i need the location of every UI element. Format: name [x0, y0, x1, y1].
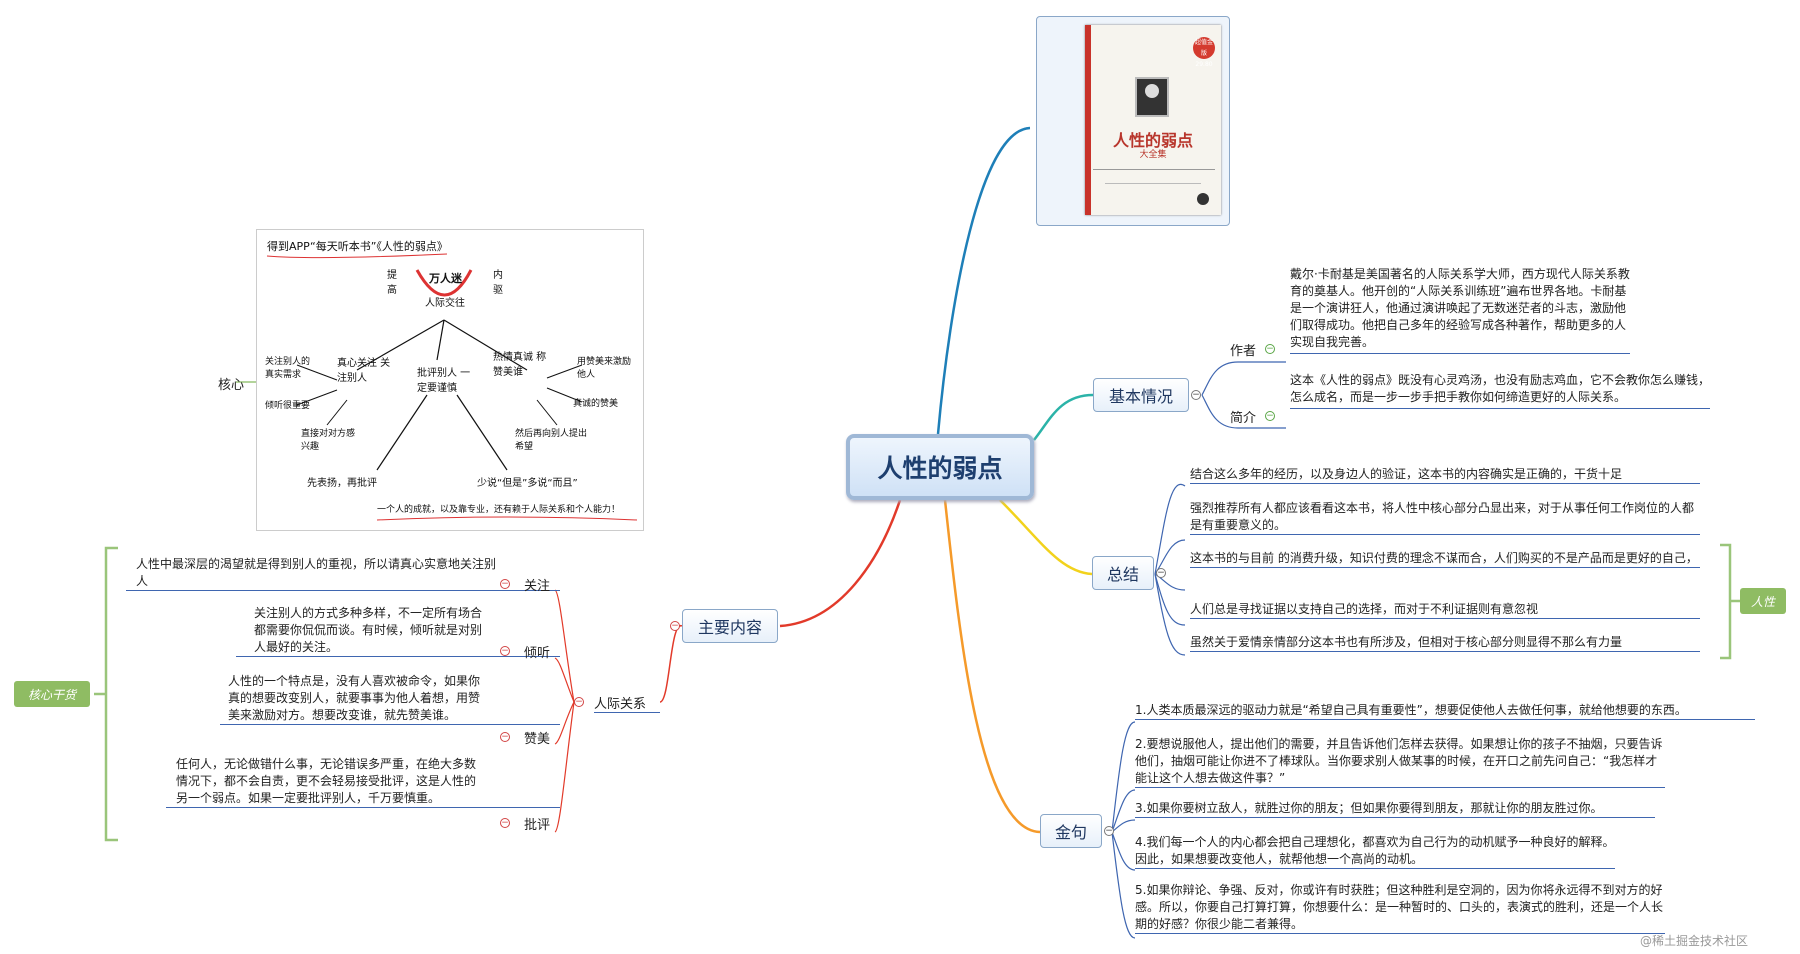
- author-label: 作者: [1230, 344, 1257, 359]
- sketch-left-sub1: 关注别人的真实需求: [265, 357, 311, 380]
- cover-title: 人性的弱点: [1112, 131, 1193, 150]
- sketch-right-main: 热情真诚 称赞美谁: [493, 352, 547, 378]
- sketch-right-sub2: 真诚的赞美: [573, 399, 619, 409]
- main-item-listen: 关注别人的方式多种多样，不一定所有场合都需要你侃侃而谈。有时候，倾听就是对别人最…: [236, 605, 560, 657]
- branch-quotes-label: 金句: [1054, 823, 1087, 842]
- sketch-center-main: 批评别人 一定要谨慎: [417, 368, 471, 394]
- sketch-top-sub: 人际交往: [425, 298, 465, 309]
- central-topic[interactable]: 人性的弱点: [846, 434, 1034, 500]
- label-attention: 关注: [524, 579, 551, 594]
- sketch-top-right: 内驱: [493, 270, 503, 296]
- wire-main: [779, 499, 902, 628]
- label-praise: 赞美: [524, 732, 551, 747]
- sketch-footer: 一个人的成就，以及靠专业，还有赖于人际关系和个人能力！: [377, 505, 621, 515]
- branch-summary-label: 总结: [1106, 565, 1139, 584]
- sketch-left-sub2: 倾听很重要: [265, 401, 311, 411]
- sketch-left-main: 真心关注 关注别人: [337, 358, 391, 384]
- main-item-attention: 人性中最深层的渴望就是得到别人的重视，所以请真心实意地关注别人: [126, 556, 560, 591]
- quote-item: 1.人类本质最深远的驱动力就是“希望自己具有重要性”，想要促使他人去做任何事，就…: [1135, 702, 1755, 720]
- branch-main-label: 主要内容: [697, 618, 762, 637]
- collapse-main-icon[interactable]: −: [670, 621, 680, 631]
- portrait-icon: [1135, 77, 1169, 117]
- sketch-top-left: 提高: [387, 270, 397, 296]
- collapse-relation-icon[interactable]: −: [574, 697, 584, 707]
- sketch-bottom-left: 先表扬，再批评: [307, 478, 377, 489]
- sketch-image: 得到APP“每天听本书”《人性的弱点》 万人迷 提高 内驱 人际交往 真心关注 …: [256, 229, 644, 531]
- intro-text: 这本《人性的弱点》既没有心灵鸡汤，也没有励志鸡血，它不会教你怎么赚钱，怎么成名，…: [1290, 372, 1710, 409]
- sketch-lines: [266, 253, 638, 521]
- branch-quotes[interactable]: 金句: [1040, 814, 1102, 848]
- collapse-quotes-icon[interactable]: −: [1104, 826, 1114, 836]
- sketch-header: 得到APP“每天听本书”《人性的弱点》: [267, 240, 448, 253]
- intro-label: 简介: [1230, 411, 1257, 426]
- collapse-attention-icon[interactable]: −: [500, 579, 510, 589]
- sketch-right-sub1: 用赞美来激励他人: [577, 357, 632, 380]
- author-text: 戴尔·卡耐基是美国著名的人际关系学大师，西方现代人际关系教育的奠基人。他开创的“…: [1290, 266, 1630, 354]
- quote-item: 4.我们每一个人的内心都会把自己理想化，都喜欢为自己行为的动机赋予一种良好的解释…: [1135, 834, 1615, 869]
- wire-book: [936, 126, 1031, 435]
- quote-item: 3.如果你要树立敌人，就胜过你的朋友；但如果你要得到朋友，那就让你的朋友胜过你。: [1135, 800, 1655, 818]
- label-listen: 倾听: [524, 646, 551, 661]
- check-icon: [1197, 193, 1209, 205]
- summary-item: 结合这么多年的经历，以及身边人的验证，这本书的内容确实是正确的，干货十足: [1190, 466, 1700, 484]
- collapse-basic-icon[interactable]: −: [1191, 390, 1201, 400]
- label-criticism: 批评: [524, 818, 551, 833]
- collapse-summary-icon[interactable]: −: [1156, 568, 1166, 578]
- quote-item: 2.要想说服他人，提出他们的需要，并且告诉他们怎样去获得。如果想让你的孩子不抽烟…: [1135, 736, 1665, 788]
- collapse-listen-icon[interactable]: −: [500, 646, 510, 656]
- wire-summary: [999, 499, 1093, 576]
- quote-item: 5.如果你辩论、争强、反对，你或许有时获胜；但这种胜利是空洞的，因为你将永远得不…: [1135, 882, 1665, 934]
- sketch-top-center: 万人迷: [429, 272, 462, 285]
- collapse-intro-icon[interactable]: −: [1265, 411, 1275, 421]
- sketch-bottom-right: 少说“但是”多说“而且”: [477, 478, 578, 489]
- main-tag[interactable]: 核心干货: [14, 681, 90, 707]
- summary-tag[interactable]: 人性: [1740, 588, 1786, 614]
- wire-quotes: [943, 499, 1041, 834]
- branch-main[interactable]: 主要内容: [682, 609, 778, 643]
- wire-basic: [1033, 393, 1094, 441]
- summary-item: 强烈推荐所有人都应该看看这本书，将人性中核心部分凸显出来，对于从事任何工作岗位的…: [1190, 500, 1700, 535]
- cover-subtitle: 大全集: [1139, 150, 1167, 160]
- collapse-author-icon[interactable]: −: [1265, 344, 1275, 354]
- core-label: 核心: [218, 378, 245, 393]
- collapse-criticism-icon[interactable]: −: [500, 818, 510, 828]
- relation-label: 人际关系: [594, 693, 660, 713]
- summary-item: 虽然关于爱情亲情部分这本书也有所涉及，但相对于核心部分则显得不那么有力量: [1190, 634, 1700, 652]
- watermark: @稀土掘金技术社区: [1640, 934, 1749, 948]
- main-item-criticism: 任何人，无论做错什么事，无论错误多严重，在绝大多数情况下，都不会自责，更不会轻易…: [166, 756, 560, 808]
- summary-item: 这本书的与目前 的消费升级，知识付费的理念不谋而合，人们购买的不是产品而是更好的…: [1190, 550, 1700, 568]
- branch-summary[interactable]: 总结: [1092, 556, 1154, 590]
- central-topic-label: 人性的弱点: [877, 454, 1003, 483]
- main-item-praise: 人性的一个特点是，没有人喜欢被命令，如果你真的想要改变别人，就要事事为他人着想，…: [220, 673, 560, 725]
- branch-basic[interactable]: 基本情况: [1093, 378, 1189, 412]
- sketch-left-sub3: 直接对对方感兴趣: [301, 429, 356, 452]
- summary-item: 人们总是寻找证据以支持自己的选择，而对于不利证据则有意忽视: [1190, 601, 1700, 619]
- collapse-praise-icon[interactable]: −: [500, 732, 510, 742]
- branch-basic-label: 基本情况: [1108, 387, 1173, 406]
- sketch-right-sub3: 然后再向别人提出希望: [515, 429, 588, 452]
